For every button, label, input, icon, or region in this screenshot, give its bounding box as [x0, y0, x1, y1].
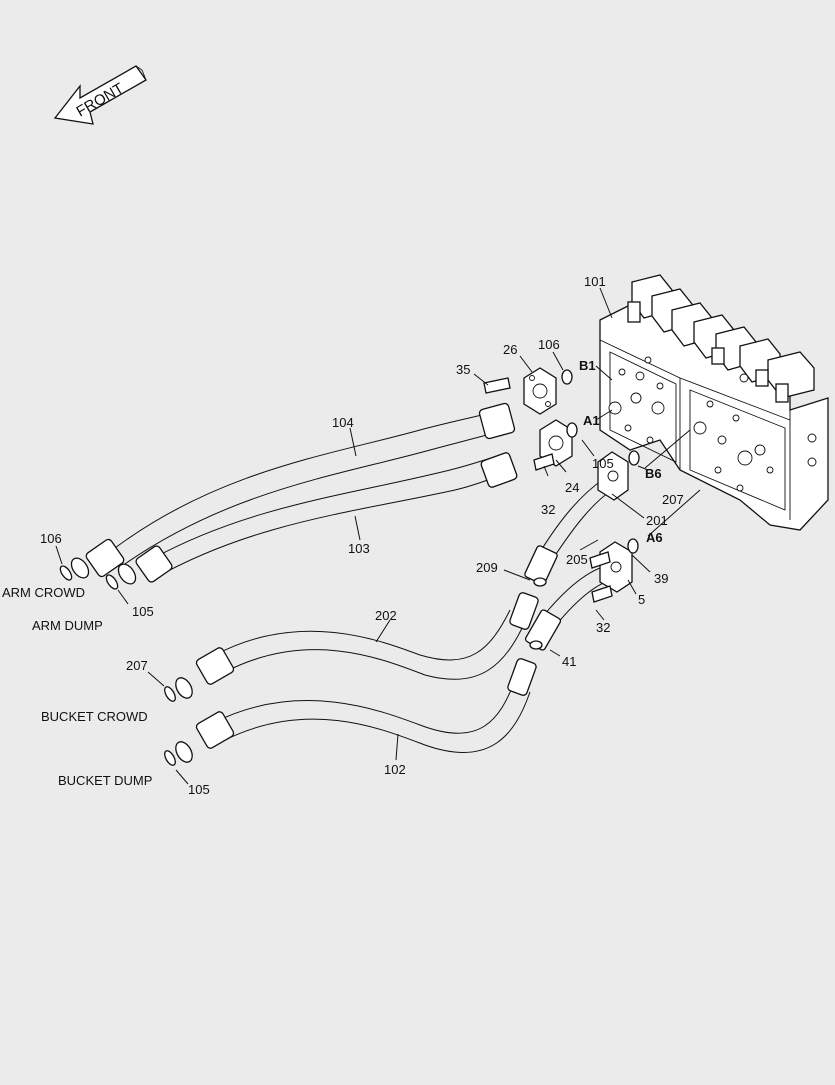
part-label: 41: [562, 654, 576, 669]
part-label: 105: [132, 604, 154, 619]
bucket-dump-label: BUCKET DUMP: [58, 773, 152, 788]
hose-202: [164, 592, 539, 702]
part-label: 102: [384, 762, 406, 777]
bolts-upper: [483, 377, 555, 471]
hose-104: [59, 402, 516, 581]
port-label-b6: B6: [645, 466, 662, 481]
port-label-a6: A6: [646, 530, 663, 545]
bucket-crowd-label: BUCKET CROWD: [41, 709, 148, 724]
part-label: 106: [40, 531, 62, 546]
flange-upper: [523, 367, 573, 415]
part-label: 32: [596, 620, 610, 635]
pipe-201: [524, 450, 640, 585]
pipe-lower: [524, 538, 639, 651]
part-label: 105: [188, 782, 210, 797]
flange-lower: [539, 419, 578, 467]
part-label: 209: [476, 560, 498, 575]
part-label: 207: [662, 492, 684, 507]
part-labels: 101 26 106 35 104 105 24 32 207 201 205 …: [40, 274, 684, 797]
hose-102: [164, 658, 537, 766]
part-label: 205: [566, 552, 588, 567]
part-label: 32: [541, 502, 555, 517]
part-label: 35: [456, 362, 470, 377]
part-label: 5: [638, 592, 645, 607]
solenoid-row: [627, 274, 815, 403]
leader-lines: [55, 287, 701, 785]
port-labels: B1 A1 B6 A6: [579, 358, 663, 545]
function-labels: ARM CROWD ARM DUMP BUCKET CROWD BUCKET D…: [2, 585, 152, 788]
part-label: 103: [348, 541, 370, 556]
part-label: 105: [592, 456, 614, 471]
arm-crowd-label: ARM CROWD: [2, 585, 85, 600]
part-label: 39: [654, 571, 668, 586]
arm-dump-label: ARM DUMP: [32, 618, 103, 633]
part-label: 101: [584, 274, 606, 289]
part-label: 202: [375, 608, 397, 623]
control-valve: [599, 274, 829, 531]
valve-ports: [608, 356, 817, 492]
part-label: 24: [565, 480, 579, 495]
part-label: 201: [646, 513, 668, 528]
port-label-a1: A1: [583, 413, 600, 428]
part-label: 26: [503, 342, 517, 357]
hose-103: [105, 452, 518, 590]
part-label: 106: [538, 337, 560, 352]
front-arrow: FRONT: [53, 65, 147, 125]
port-label-b1: B1: [579, 358, 596, 373]
part-label: 207: [126, 658, 148, 673]
o-rings: [529, 577, 547, 650]
part-label: 104: [332, 415, 354, 430]
